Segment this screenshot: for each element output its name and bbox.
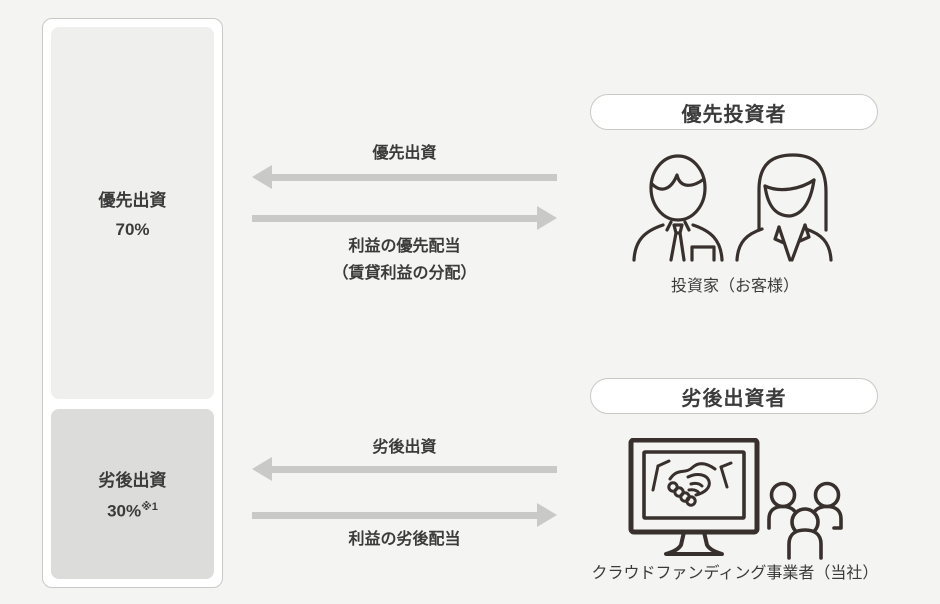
subordinated-investment-flow-label: 劣後出資 bbox=[372, 439, 437, 456]
subordinated-investor-pill: 劣後出資者 bbox=[590, 378, 878, 414]
subordinated-investment-tier: 劣後出資 30%※1 bbox=[51, 409, 214, 579]
senior-investment-arrow-left-icon bbox=[252, 165, 557, 189]
subordinated-dividend-arrow-right-icon bbox=[252, 503, 557, 527]
senior-dividend-arrow-right-icon bbox=[252, 206, 557, 230]
senior-investor-title: 優先投資者 bbox=[681, 103, 787, 126]
senior-investor-pill: 優先投資者 bbox=[590, 94, 878, 130]
senior-dividend-flow-sublabel: （賃貸利益の分配） bbox=[332, 265, 477, 282]
capital-structure-box: 優先出資 70% 劣後出資 30%※1 bbox=[42, 18, 223, 588]
senior-investment-flow-label: 優先出資 bbox=[372, 145, 437, 162]
subordinated-investment-arrow-left-icon bbox=[252, 457, 557, 481]
senior-tier-label: 優先出資 bbox=[98, 191, 167, 210]
subordinated-tier-label: 劣後出資 bbox=[98, 471, 167, 491]
senior-investment-tier: 優先出資 70% bbox=[51, 27, 214, 399]
investors-icon bbox=[625, 148, 840, 268]
crowdfunding-operator-icon bbox=[628, 437, 856, 565]
subordinated-tier-value: 30%※1 bbox=[107, 501, 158, 521]
subordinated-operator-caption: クラウドファンディング事業者（当社） bbox=[591, 565, 879, 582]
senior-dividend-flow-label: 利益の優先配当 bbox=[348, 238, 461, 255]
footnote-marker: ※1 bbox=[141, 501, 158, 514]
senior-tier-value: 70% bbox=[115, 220, 150, 239]
subordinated-dividend-flow-label: 利益の劣後配当 bbox=[348, 531, 461, 548]
senior-investor-caption: 投資家（お客様） bbox=[670, 278, 799, 295]
subordinated-investor-title: 劣後出資者 bbox=[681, 387, 787, 410]
